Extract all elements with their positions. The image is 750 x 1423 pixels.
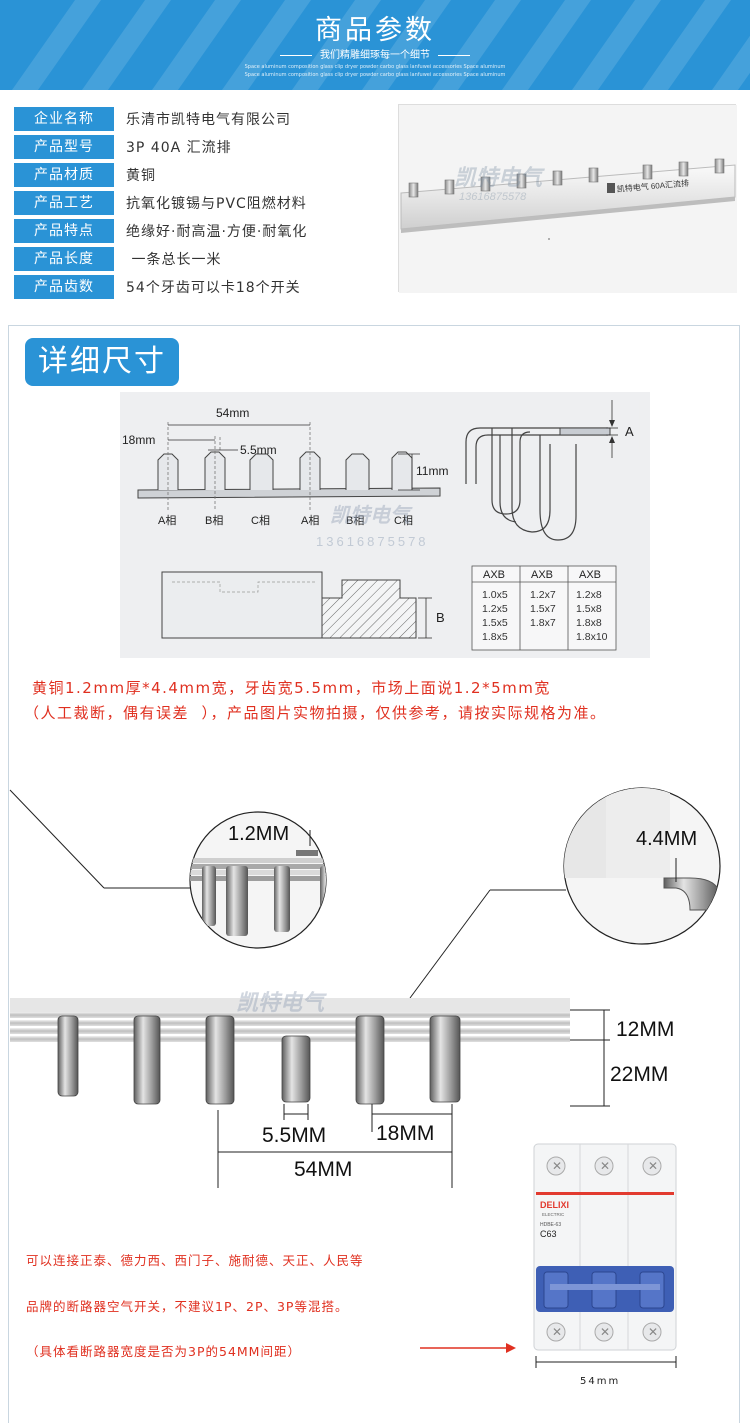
header-banner: 商品参数 我们精雕细琢每一个细节 Space aluminum composit… xyxy=(0,0,750,90)
param-label: 产品型号 xyxy=(14,135,114,159)
section-badge: 详细尺寸 xyxy=(25,338,179,386)
param-value: 乐清市凯特电气有限公司 xyxy=(126,112,291,128)
product-photo: 凯特电气 13616875578 凯特电气 60A汇流排 xyxy=(398,104,737,293)
phase-label: A相 xyxy=(158,514,176,527)
spec-cell: 1.5x7 xyxy=(530,603,556,615)
param-row: 产品长度 一条总长一米 xyxy=(14,245,384,273)
dim-11mm: 11mm xyxy=(416,464,448,478)
param-label: 产品工艺 xyxy=(14,191,114,215)
english-tagline-2: Space aluminum composition glass clip dr… xyxy=(244,72,506,78)
spec-cell: 1.8x7 xyxy=(530,617,556,629)
param-row: 产品材质黄铜 xyxy=(14,161,384,189)
breaker-rating: C63 xyxy=(540,1229,557,1239)
dim-5-5mm: 5.5mm xyxy=(240,443,277,457)
svg-text:✕: ✕ xyxy=(600,1325,610,1339)
compat-line3: （具体看断路器宽度是否为3P的54MM间距） xyxy=(26,1344,301,1359)
breaker-brand-sub: ELECTRIC xyxy=(542,1212,565,1217)
svg-text:✕: ✕ xyxy=(552,1159,562,1173)
drawing-watermark: 凯特电气 xyxy=(330,504,413,527)
spec-cell: 1.0x5 xyxy=(482,589,508,601)
closeup-thickness: 1.2MM xyxy=(228,823,289,845)
dim-54mm-closeup: 54MM xyxy=(294,1158,352,1181)
label-b: B xyxy=(436,610,445,625)
param-row: 产品工艺抗氧化镀锡与PVC阻燃材料 xyxy=(14,189,384,217)
param-value: 54个牙齿可以卡18个开关 xyxy=(126,280,301,296)
photo-watermark-phone: 13616875578 xyxy=(459,191,527,203)
phase-label: C相 xyxy=(394,514,413,527)
param-label: 产品材质 xyxy=(14,163,114,187)
param-label: 产品齿数 xyxy=(14,275,114,299)
english-tagline: Space aluminum composition glass clip dr… xyxy=(244,64,506,70)
dim-54mm: 54mm xyxy=(216,406,249,420)
size-note: 黄铜1.2mm厚*4.4mm宽，牙齿宽5.5mm，市场上面说1.2*5mm宽 （… xyxy=(24,676,732,726)
compat-line2: 品牌的断路器空气开关，不建议1P、2P、3P等混搭。 xyxy=(26,1299,349,1314)
svg-text:✕: ✕ xyxy=(600,1159,610,1173)
dim-5-5mm-closeup: 5.5MM xyxy=(262,1124,326,1147)
spec-header: AXB xyxy=(579,569,601,581)
qr-icon xyxy=(607,183,615,193)
param-table: 企业名称乐清市凯特电气有限公司 产品型号 3P 40A 汇流排 产品材质黄铜 产品… xyxy=(14,105,384,301)
spec-header: AXB xyxy=(531,569,553,581)
breaker-brand: DELIXI xyxy=(540,1200,569,1210)
spec-cell: 1.5x5 xyxy=(482,617,508,629)
svg-text:✕: ✕ xyxy=(552,1325,562,1339)
svg-text:✕: ✕ xyxy=(648,1325,658,1339)
closeup-photo: 1.2MM 4.4MM 凯特电气 12MM 22MM 5. xyxy=(9,787,721,1188)
phase-label: A相 xyxy=(301,514,319,527)
closeup-width: 4.4MM xyxy=(636,828,697,850)
spec-table xyxy=(471,565,617,651)
dim-18mm: 18mm xyxy=(122,433,155,447)
dim-12mm: 12MM xyxy=(616,1018,674,1041)
spec-cell: 1.2x7 xyxy=(530,589,556,601)
svg-text:✕: ✕ xyxy=(648,1159,658,1173)
page-subtitle: 我们精雕细琢每一个细节 xyxy=(0,46,750,61)
param-value: 抗氧化镀锡与PVC阻燃材料 xyxy=(126,196,307,212)
label-a: A xyxy=(625,424,634,439)
phase-label: C相 xyxy=(251,514,270,527)
photo-watermark: 凯特电气 xyxy=(454,165,545,190)
breaker-width-label: 54mm xyxy=(580,1376,621,1387)
param-label: 产品长度 xyxy=(14,247,114,271)
arrow-icon xyxy=(420,1343,516,1353)
page-title: 商品参数 xyxy=(315,15,435,46)
spec-cell: 1.5x8 xyxy=(576,603,602,615)
drawing-watermark-phone: 13616875578 xyxy=(316,534,429,549)
phase-label: B相 xyxy=(205,514,223,527)
size-note-line1: 黄铜1.2mm厚*4.4mm宽，牙齿宽5.5mm，市场上面说1.2*5mm宽 xyxy=(32,679,551,697)
param-row: 产品型号 3P 40A 汇流排 xyxy=(14,133,384,161)
dim-22mm: 22MM xyxy=(610,1063,668,1086)
param-value: 绝缘好·耐高温·方便·耐氧化 xyxy=(126,224,308,240)
param-value: 3P 40A 汇流排 xyxy=(126,140,232,156)
spec-cell: 1.8x10 xyxy=(576,631,608,643)
spec-cell: 1.8x5 xyxy=(482,631,508,643)
param-row: 产品齿数 54个牙齿可以卡18个开关 xyxy=(14,273,384,301)
spec-header: AXB xyxy=(483,569,505,581)
spec-cell: 1.2x5 xyxy=(482,603,508,615)
dim-18mm-closeup: 18MM xyxy=(376,1122,434,1145)
compat-line1: 可以连接正泰、德力西、西门子、施耐德、天正、人民等 xyxy=(26,1253,364,1268)
phase-label: B相 xyxy=(346,514,364,527)
param-label: 企业名称 xyxy=(14,107,114,131)
spec-cell: 1.8x8 xyxy=(576,617,602,629)
size-note-line2: （人工裁断，偶有误差 ），产品图片实物拍摄，仅供参考，请按实际规格为准。 xyxy=(24,704,607,722)
param-value: 一条总长一米 xyxy=(126,252,222,268)
param-value: 黄铜 xyxy=(126,168,156,184)
breaker-photo: ✕ ✕ ✕ DELIXI ELECTRIC HDBE-63 C63 ✕ ✕ ✕ xyxy=(533,1143,677,1368)
section-frame xyxy=(8,325,740,1423)
breaker-model: HDBE-63 xyxy=(540,1222,561,1228)
param-label: 产品特点 xyxy=(14,219,114,243)
closeup-watermark: 凯特电气 xyxy=(236,990,327,1015)
param-row: 产品特点绝缘好·耐高温·方便·耐氧化 xyxy=(14,217,384,245)
param-row: 企业名称乐清市凯特电气有限公司 xyxy=(14,105,384,133)
technical-drawing: 54mm 18mm 5.5mm 11mm A相 B相 C相 A相 B相 C相 凯… xyxy=(120,392,650,658)
spec-cell: 1.2x8 xyxy=(576,589,602,601)
